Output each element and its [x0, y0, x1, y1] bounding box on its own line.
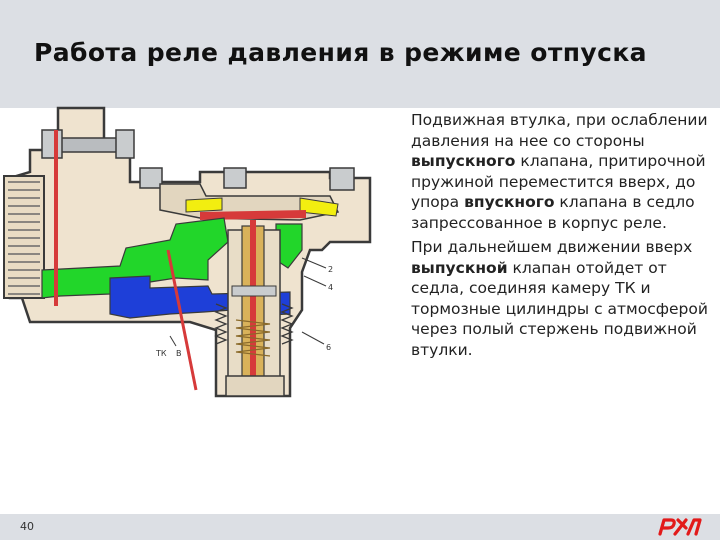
nut-top-1: [139, 167, 163, 189]
header-band: [0, 0, 720, 108]
slide-title: Работа реле давления в режиме отпуска: [34, 38, 647, 67]
paragraph-1: Подвижная втулка, при ослаблении давлени…: [411, 111, 708, 232]
bold-term: выпускной: [411, 258, 508, 277]
yellow-chamber-right: [299, 197, 339, 217]
bold-term: впускного: [464, 193, 555, 211]
bold-term: выпускного: [411, 152, 516, 170]
label-2: 2: [328, 265, 333, 274]
spring-left: [214, 303, 228, 345]
page-number: 40: [20, 520, 34, 533]
nut-top-3: [329, 167, 355, 191]
green-chamber: [41, 217, 229, 299]
red-channel-diagonal: [166, 249, 198, 391]
body-text: Подвижная втулка, при ослаблении давлени…: [411, 110, 711, 364]
bottom-plug: [225, 375, 285, 397]
spring-right: [280, 303, 294, 345]
rzd-logo: [658, 518, 702, 536]
yellow-chamber-left: [185, 197, 223, 213]
inner-spring: [235, 319, 271, 357]
nut-left-b: [115, 129, 135, 159]
valve-seat: [231, 285, 277, 297]
nut-left-a: [41, 129, 63, 159]
paragraph-2: При дальнейшем движении вверх выпускной …: [411, 238, 708, 359]
label-v: В: [176, 349, 182, 358]
label-4: 4: [328, 283, 333, 292]
footer-band: [0, 514, 720, 540]
red-diaphragm: [200, 210, 306, 220]
label-tk: ТК: [155, 349, 167, 358]
pressure-relay-diagram: ТК В 2 4 6: [3, 106, 372, 398]
threaded-boss: [3, 175, 45, 299]
label-6: 6: [326, 343, 331, 352]
nut-top-2: [223, 167, 247, 189]
valve-stem-core: [250, 220, 256, 392]
